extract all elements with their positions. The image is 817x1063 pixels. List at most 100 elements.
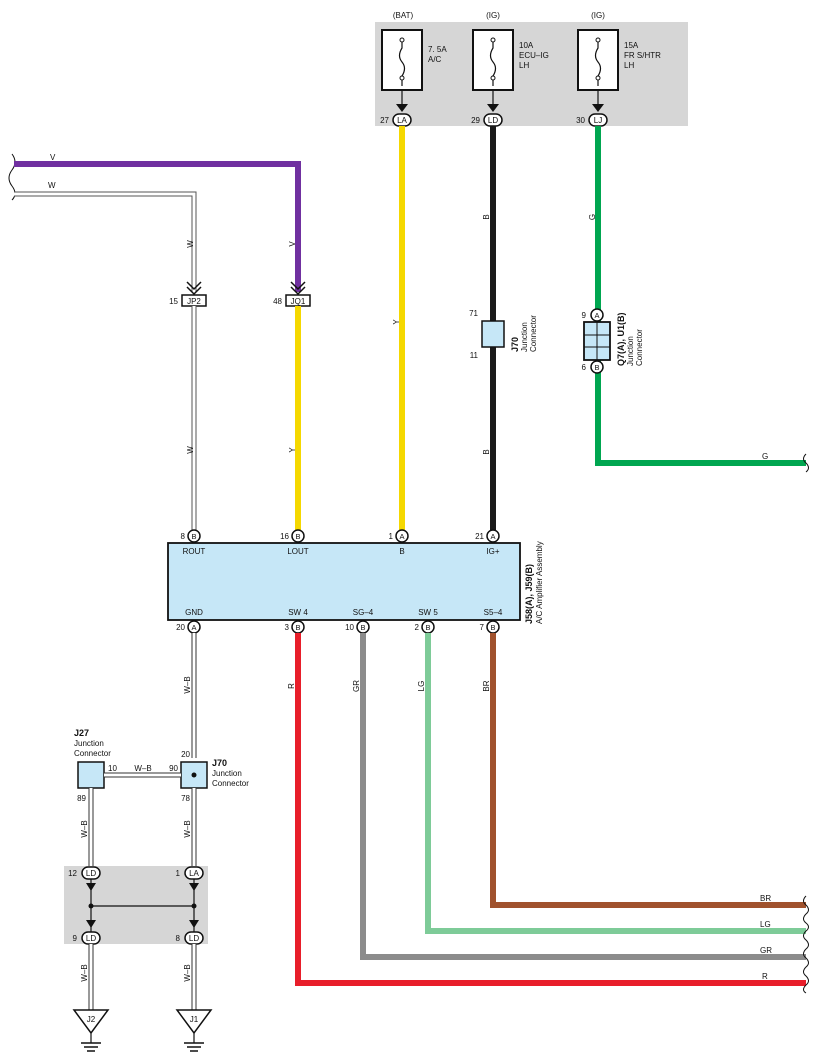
pin-number: 3 xyxy=(285,623,290,632)
pin-number: 29 xyxy=(471,116,480,125)
arrow-down-icon xyxy=(86,920,96,928)
ground-triangle-icon xyxy=(72,1009,110,1035)
wire-label-br: BR xyxy=(760,894,771,903)
arrow-down-icon xyxy=(487,104,499,112)
amp-pin-rout: 8 B ROUT xyxy=(181,529,206,556)
pin-number: 20 xyxy=(181,750,190,759)
fuse-element-icon xyxy=(398,38,406,86)
fuse-rating: 7. 5A xyxy=(428,45,447,54)
pin-circle xyxy=(291,529,305,543)
connector-code: B xyxy=(490,623,495,632)
connector-line2: Connector xyxy=(212,779,249,788)
connector-code: LA xyxy=(189,869,199,878)
connector-id: J70 xyxy=(510,337,520,352)
connector-line1: Junction xyxy=(74,739,104,748)
pin-label: ROUT xyxy=(183,547,206,556)
wire-label-g: G xyxy=(762,452,768,461)
connector-id: J70 xyxy=(212,758,227,768)
pin-label: LOUT xyxy=(287,547,308,556)
pin-number: 10 xyxy=(345,623,354,632)
fuse-end xyxy=(399,37,405,43)
inline-connector-chevron-icon xyxy=(186,281,202,296)
fuse-source: (IG) xyxy=(591,11,605,20)
connector-code: B xyxy=(191,532,196,541)
pin-number: 16 xyxy=(280,532,289,541)
pin-number: 21 xyxy=(475,532,484,541)
amp-pin-gnd: GND 20 A xyxy=(176,608,203,634)
wire-label-w: W xyxy=(48,181,56,190)
q7-label: Q7(A), U1(B) Junction Connector xyxy=(616,312,644,366)
wire-label-y-vertical: Y xyxy=(392,319,401,325)
wire-white xyxy=(14,192,196,292)
fuse-source: (IG) xyxy=(486,11,500,20)
wire-label-gr: GR xyxy=(760,946,772,955)
wire-label-wb-vertical: W–B xyxy=(183,964,192,981)
j27-connector xyxy=(77,761,105,789)
pin-number: 6 xyxy=(582,363,587,372)
wire-light-green xyxy=(425,633,806,934)
connector-code: LA xyxy=(397,116,407,125)
wire-white-outline xyxy=(14,191,197,292)
amp-pin-ig: 21 A IG+ xyxy=(475,529,500,556)
wire-label-r: R xyxy=(762,972,768,981)
connector-line2: Connector xyxy=(529,315,538,352)
connector-code: LD xyxy=(86,869,96,878)
pin-number: 71 xyxy=(469,309,478,318)
connector-code: LD xyxy=(86,934,96,943)
connector-code: B xyxy=(594,363,599,372)
pin-number: 89 xyxy=(77,794,86,803)
pin-label: SW 5 xyxy=(418,608,438,617)
pin-number: 11 xyxy=(470,351,479,360)
wire-label-r-vertical: R xyxy=(287,683,296,689)
fuse-name: ECU–IG xyxy=(519,51,549,60)
connector-line1: Junction xyxy=(520,322,529,352)
fuse-element-icon xyxy=(489,38,497,86)
fuse-end xyxy=(399,75,405,81)
pin-circle xyxy=(590,360,604,374)
fuse-end xyxy=(490,75,496,81)
connector-code: JP2 xyxy=(187,297,201,306)
connector-code: LD xyxy=(189,934,199,943)
wire-label-g-vertical: G xyxy=(588,214,597,220)
connector-code: A xyxy=(399,532,404,541)
fuse-end xyxy=(595,75,601,81)
fuse-name: FR S/HTR xyxy=(624,51,661,60)
wire-violet xyxy=(14,161,301,292)
pin-label: IG+ xyxy=(486,547,499,556)
arrow-down-icon xyxy=(396,104,408,112)
pin-number: 9 xyxy=(582,311,587,320)
connector-line2: Connector xyxy=(74,749,111,758)
fuse-name: A/C xyxy=(428,55,442,64)
pin-circle xyxy=(395,529,409,543)
pin-circle xyxy=(590,308,604,322)
fuse-fr-s-htr: (IG) 15A FR S/HTR LH 30 LJ xyxy=(576,11,661,127)
connector-code: JQ1 xyxy=(291,297,306,306)
fuse-element-icon xyxy=(594,38,602,86)
ground-id: J2 xyxy=(87,1015,96,1024)
amplifier-id: J58(A), J59(B) xyxy=(524,564,534,624)
wire-label-br-vertical: BR xyxy=(482,680,491,691)
wire-label-wb-vertical: W–B xyxy=(80,820,89,837)
connector-id: Q7(A), U1(B) xyxy=(616,312,626,366)
pin-number: 1 xyxy=(176,869,181,878)
fuse-rating: 15A xyxy=(624,41,639,50)
fuse-end xyxy=(595,37,601,43)
amp-pin-sg4: SG–4 10 B xyxy=(345,608,374,634)
pin-number: 1 xyxy=(389,532,394,541)
wire-gray xyxy=(360,633,806,960)
fuse-end xyxy=(490,37,496,43)
connector-line1: Junction xyxy=(626,336,635,366)
j70-upper-connector xyxy=(481,320,505,348)
pin-label: B xyxy=(399,547,404,556)
amp-pin-lout: 16 B LOUT xyxy=(280,529,309,556)
amp-pin-sw5: SW 5 2 B xyxy=(415,608,438,634)
wire-label-w-vertical: W xyxy=(186,240,195,248)
connector-code: B xyxy=(295,532,300,541)
pin-label: SG–4 xyxy=(353,608,374,617)
fuse-source: (BAT) xyxy=(393,11,414,20)
pin-number: 9 xyxy=(73,934,78,943)
pin-label: S5–4 xyxy=(484,608,503,617)
pin-number: 27 xyxy=(380,116,389,125)
amp-pin-s54: S5–4 7 B xyxy=(480,608,503,634)
pin-number: 10 xyxy=(108,764,117,773)
